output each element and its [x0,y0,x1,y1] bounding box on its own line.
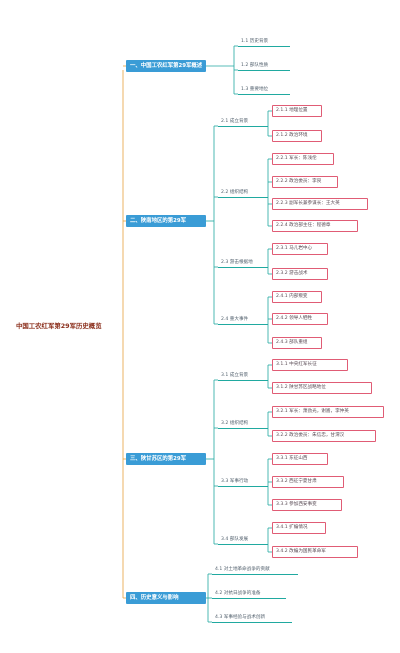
leaf-node: 2.3.1 马儿岩中心 [272,243,328,255]
leaf-node: 3.4.1 扩编情况 [272,522,326,534]
leaf-node: 3.2.1 军长：萧劲光，谢嵩，李仲英 [272,406,384,418]
topic-node: 4.3 军事经验与战术创新 [212,612,292,623]
subsection-node: 3.3 军事行动 [218,476,268,487]
leaf-node: 3.4.2 改编为国民革命军 [272,546,358,558]
leaf-node: 2.1.2 政治环境 [272,130,322,142]
leaf-node: 2.2.1 军长：陈浅伦 [272,153,334,165]
section-node: 三、陕甘苏区的第29军 [126,453,206,465]
section-node: 二、陕南地区的第29军 [126,215,206,227]
leaf-node: 2.4.2 领导人牺牲 [272,313,328,325]
topic-node: 1.3 重要地位 [238,84,290,95]
subsection-node: 2.4 重大事件 [218,314,268,325]
leaf-node: 2.2.2 政治委员：李艮 [272,176,338,188]
leaf-node: 2.4.3 部队重组 [272,337,322,349]
leaf-node: 3.3.2 西征宁夏甘肃 [272,476,344,488]
topic-node: 4.2 对抗日战争的准备 [212,588,286,599]
subsection-node: 2.1 成立背景 [218,116,268,127]
leaf-node: 3.2.2 政治委员：朱信忠，甘渭汉 [272,430,376,442]
section-node: 四、历史意义与影响 [126,592,206,604]
leaf-node: 2.3.2 游击战术 [272,268,328,280]
leaf-node: 3.1.2 陕甘苏区战略地位 [272,382,372,394]
leaf-node: 3.3.1 东征山西 [272,453,328,465]
leaf-node: 3.3.3 参加西安事变 [272,499,342,511]
leaf-node: 2.4.1 内部叛变 [272,291,322,303]
root-topic: 中国工农红军第29军历史概览 [16,322,102,330]
topic-node: 1.2 部队性质 [238,60,290,71]
subsection-node: 3.2 组织结构 [218,418,268,429]
subsection-node: 2.3 游击根据地 [218,257,268,268]
topic-node: 4.1 对土地革命战争的贡献 [212,564,298,575]
subsection-node: 3.4 部队发展 [218,534,268,545]
section-node: 一、中国工农红军第29军概述 [126,60,206,72]
leaf-node: 3.1.1 中央红军长征 [272,359,348,371]
leaf-node: 2.2.3 副军长兼参谋长：王大英 [272,198,368,210]
subsection-node: 2.2 组织结构 [218,187,268,198]
subsection-node: 3.1 成立背景 [218,370,268,381]
leaf-node: 2.1.1 地理位置 [272,105,322,117]
topic-node: 1.1 历史背景 [238,36,290,47]
leaf-node: 2.2.4 政治部主任：程德章 [272,220,358,232]
